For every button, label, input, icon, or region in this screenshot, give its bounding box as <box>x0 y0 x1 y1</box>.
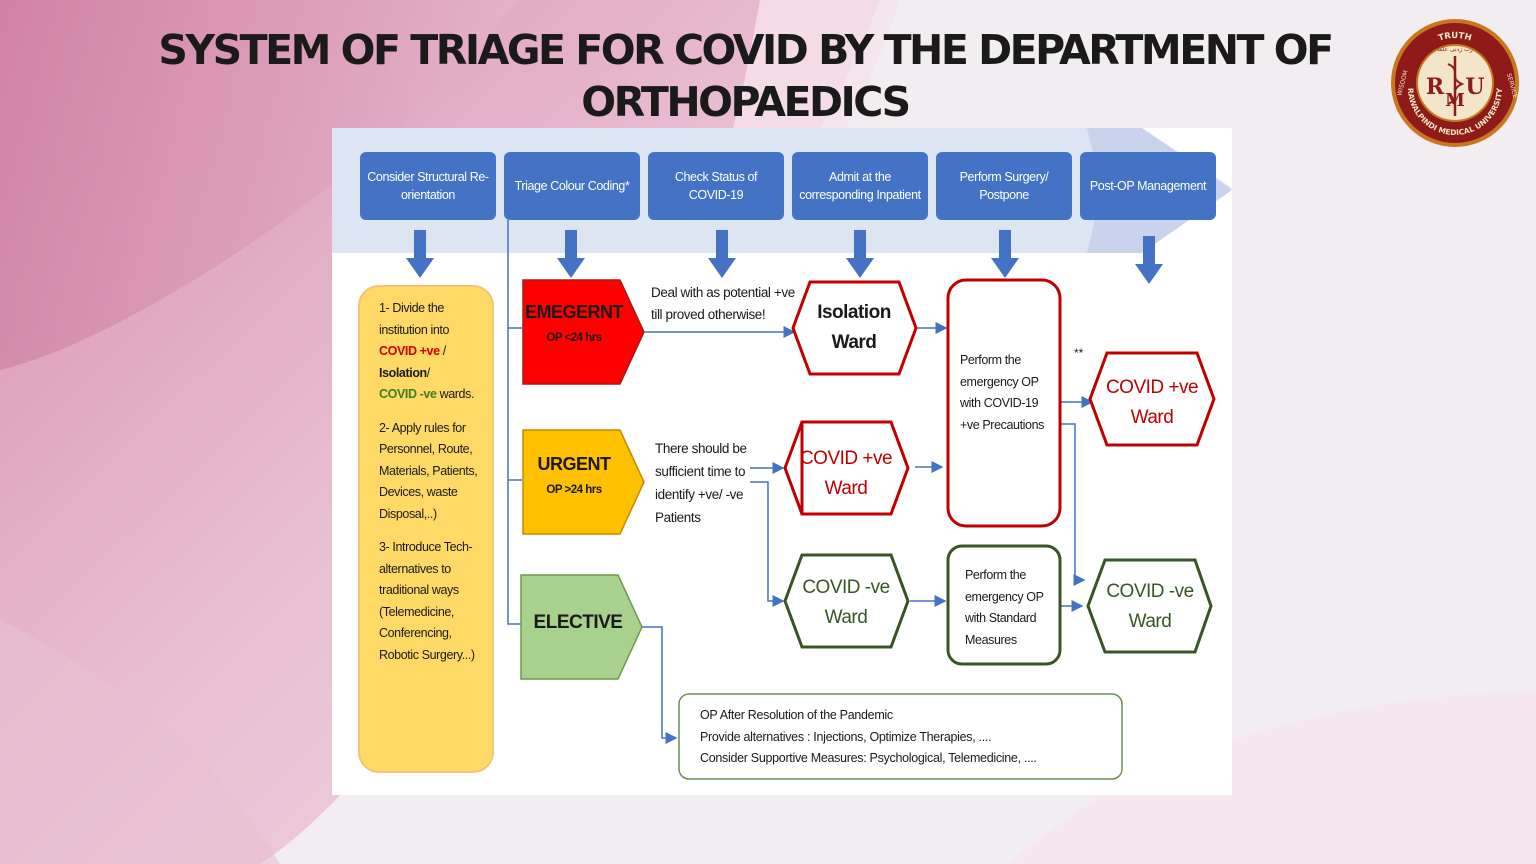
down-arrows <box>406 230 1163 284</box>
logo-top-text: TRUTH <box>1437 31 1472 44</box>
standard-op-text: Perform the emergency OP with Standard M… <box>965 568 1044 647</box>
down-arrow-6 <box>1135 236 1163 284</box>
covid-pos-op-text: Perform the emergency OP with COVID-19 +… <box>960 353 1044 432</box>
urgent-label: URGENT <box>537 454 612 474</box>
emergent-sub: OP <24 hrs <box>546 332 602 344</box>
elective-line-1: OP After Resolution of the Pandemic <box>700 708 893 722</box>
double-star-note: ** <box>1074 346 1084 360</box>
structural-box: 1- Divide the institution into COVID +ve… <box>359 286 493 772</box>
logo-letter-m: M <box>1445 90 1465 111</box>
emergent-note: Deal with as potential +ve till proved o… <box>651 285 795 322</box>
logo-letter-r: R <box>1426 74 1445 100</box>
covid-pos-op-box <box>946 278 1062 528</box>
flowchart-graphics <box>332 128 1232 780</box>
title-line-1: SYSTEM OF TRIAGE FOR COVID BY THE DEPART… <box>158 26 1334 74</box>
header-admit: Admit at the corresponding Inpatient <box>799 170 921 202</box>
post-covid-neg-ward-shape <box>1086 558 1213 654</box>
down-arrow-1 <box>406 230 434 278</box>
header-structural: Consider Structural Re-orientation <box>367 170 489 202</box>
covid-pos-ward-shape <box>783 420 910 516</box>
structural-item-2: 2- Apply rules for Personnel, Route, Mat… <box>379 420 478 521</box>
down-arrow-4 <box>846 230 874 278</box>
header-box-6 <box>1080 152 1216 220</box>
triage-flowchart: Consider Structural Re-orientation Triag… <box>332 128 1232 795</box>
header-surgery: Perform Surgery/ Postpone <box>959 170 1049 202</box>
elective-shape <box>520 574 643 680</box>
triage-branch-line <box>507 220 522 625</box>
slide-title: SYSTEM OF TRIAGE FOR COVID BY THE DEPART… <box>100 24 1390 128</box>
title-line-2: ORTHOPAEDICS <box>581 78 911 126</box>
isolation-ward-shape <box>791 280 918 376</box>
header-box-1 <box>360 152 496 220</box>
elective-line-3: Consider Supportive Measures: Psychologi… <box>700 751 1037 765</box>
connectors <box>642 322 1094 744</box>
svg-text:TRUTH: TRUTH <box>1437 31 1472 44</box>
elective-outcome-text: OP After Resolution of the Pandemic Prov… <box>700 705 1110 770</box>
header-triage-coding: Triage Colour Coding* <box>514 179 630 193</box>
header-post-op: Post-OP Management <box>1089 179 1207 193</box>
structural-item-3: 3- Introduce Tech-alternatives to tradit… <box>379 540 475 662</box>
logo-motto: رب زدنی علما <box>1437 46 1473 53</box>
isolation-text: Isolation <box>379 365 427 380</box>
header-box-3 <box>648 152 784 220</box>
covid-pos-text: COVID +ve <box>379 344 440 358</box>
header-box-2 <box>504 152 640 220</box>
header-box-4 <box>792 152 928 220</box>
covid-neg-text: COVID -ve <box>379 387 437 401</box>
urgent-shape <box>522 429 645 535</box>
structural-item-1: 1- Divide the institution into COVID +ve… <box>379 301 475 401</box>
caduceus-snake-icon <box>1447 63 1465 105</box>
header-check-status: Check Status of COVID-19 <box>674 170 758 202</box>
header-box-5 <box>936 152 1072 220</box>
urgent-note: There should be sufficient time to ident… <box>655 441 747 525</box>
elective-outcome-box <box>678 693 1123 780</box>
emergent-shape <box>522 279 645 385</box>
down-arrow-2 <box>557 230 585 278</box>
down-arrow-3 <box>708 230 736 278</box>
structural-box-bg <box>358 285 494 773</box>
covid-neg-ward-shape <box>783 553 910 649</box>
post-covid-pos-ward-shape <box>1088 351 1216 447</box>
elective-line-2: Provide alternatives : Injections, Optim… <box>700 729 992 744</box>
standard-op-box <box>946 544 1062 666</box>
down-arrow-5 <box>991 230 1019 278</box>
university-logo: TRUTH RAWALPINDI MEDICAL UNIVERSITY WISD… <box>1391 19 1519 147</box>
emergent-label: EMEGERNT <box>524 302 624 322</box>
elective-label: ELECTIVE <box>533 612 623 633</box>
urgent-sub: OP >24 hrs <box>546 484 602 496</box>
logo-letter-u: U <box>1465 74 1484 100</box>
